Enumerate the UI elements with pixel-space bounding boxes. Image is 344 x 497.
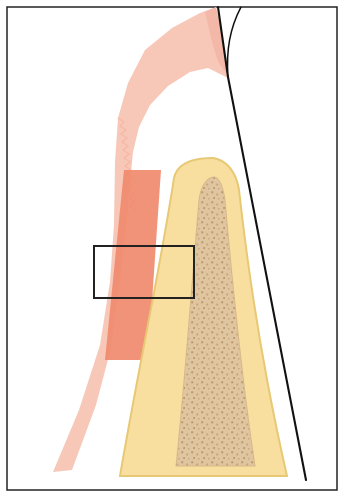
diagram-canvas <box>0 0 344 497</box>
dental-diagram <box>0 0 344 497</box>
